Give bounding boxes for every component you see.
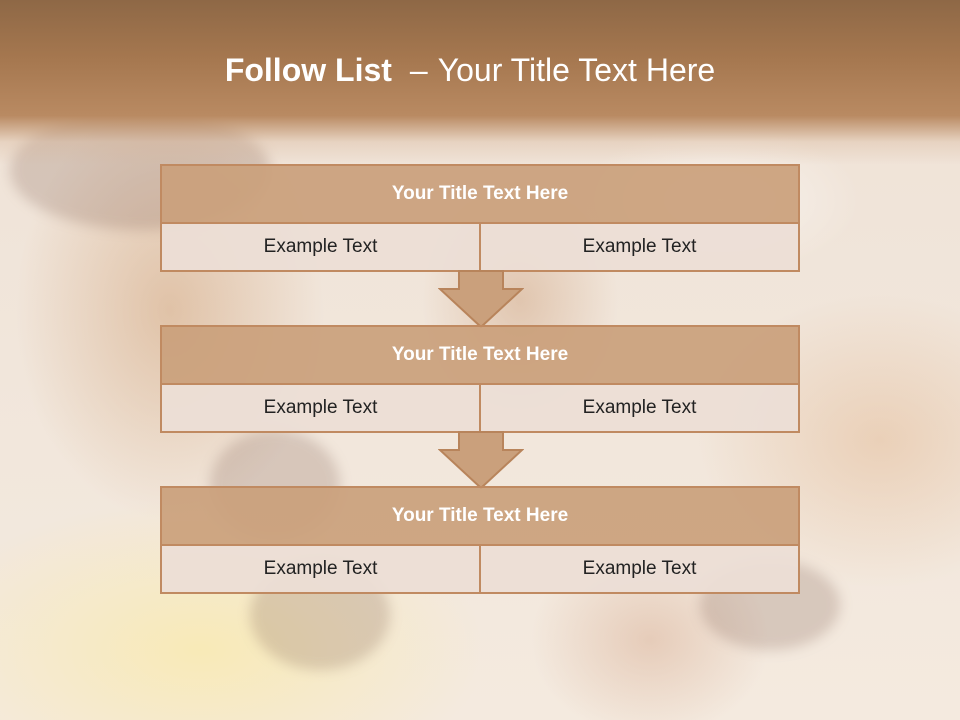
block-cell-left[interactable]: Example Text	[162, 385, 479, 431]
list-block: Your Title Text Here Example Text Exampl…	[160, 325, 800, 433]
slide-title-dash: –	[409, 52, 428, 88]
slide-title-bold: Follow List	[224, 52, 392, 88]
header-band	[0, 0, 960, 165]
block-cell-right[interactable]: Example Text	[479, 546, 798, 592]
block-title[interactable]: Your Title Text Here	[162, 488, 798, 546]
block-row: Example Text Example Text	[162, 224, 798, 270]
slide-title-rest: Your Title Text Here	[437, 52, 716, 88]
list-block: Your Title Text Here Example Text Exampl…	[160, 486, 800, 594]
slide-title: Follow List–Your Title Text Here	[0, 52, 940, 89]
block-cell-right[interactable]: Example Text	[479, 385, 798, 431]
block-row: Example Text Example Text	[162, 546, 798, 592]
block-cell-left[interactable]: Example Text	[162, 224, 479, 270]
arrow-down-icon	[438, 431, 524, 489]
block-cell-right[interactable]: Example Text	[479, 224, 798, 270]
list-block: Your Title Text Here Example Text Exampl…	[160, 164, 800, 272]
arrow-down-icon	[438, 270, 524, 328]
block-title[interactable]: Your Title Text Here	[162, 166, 798, 224]
block-row: Example Text Example Text	[162, 385, 798, 431]
block-title[interactable]: Your Title Text Here	[162, 327, 798, 385]
block-cell-left[interactable]: Example Text	[162, 546, 479, 592]
